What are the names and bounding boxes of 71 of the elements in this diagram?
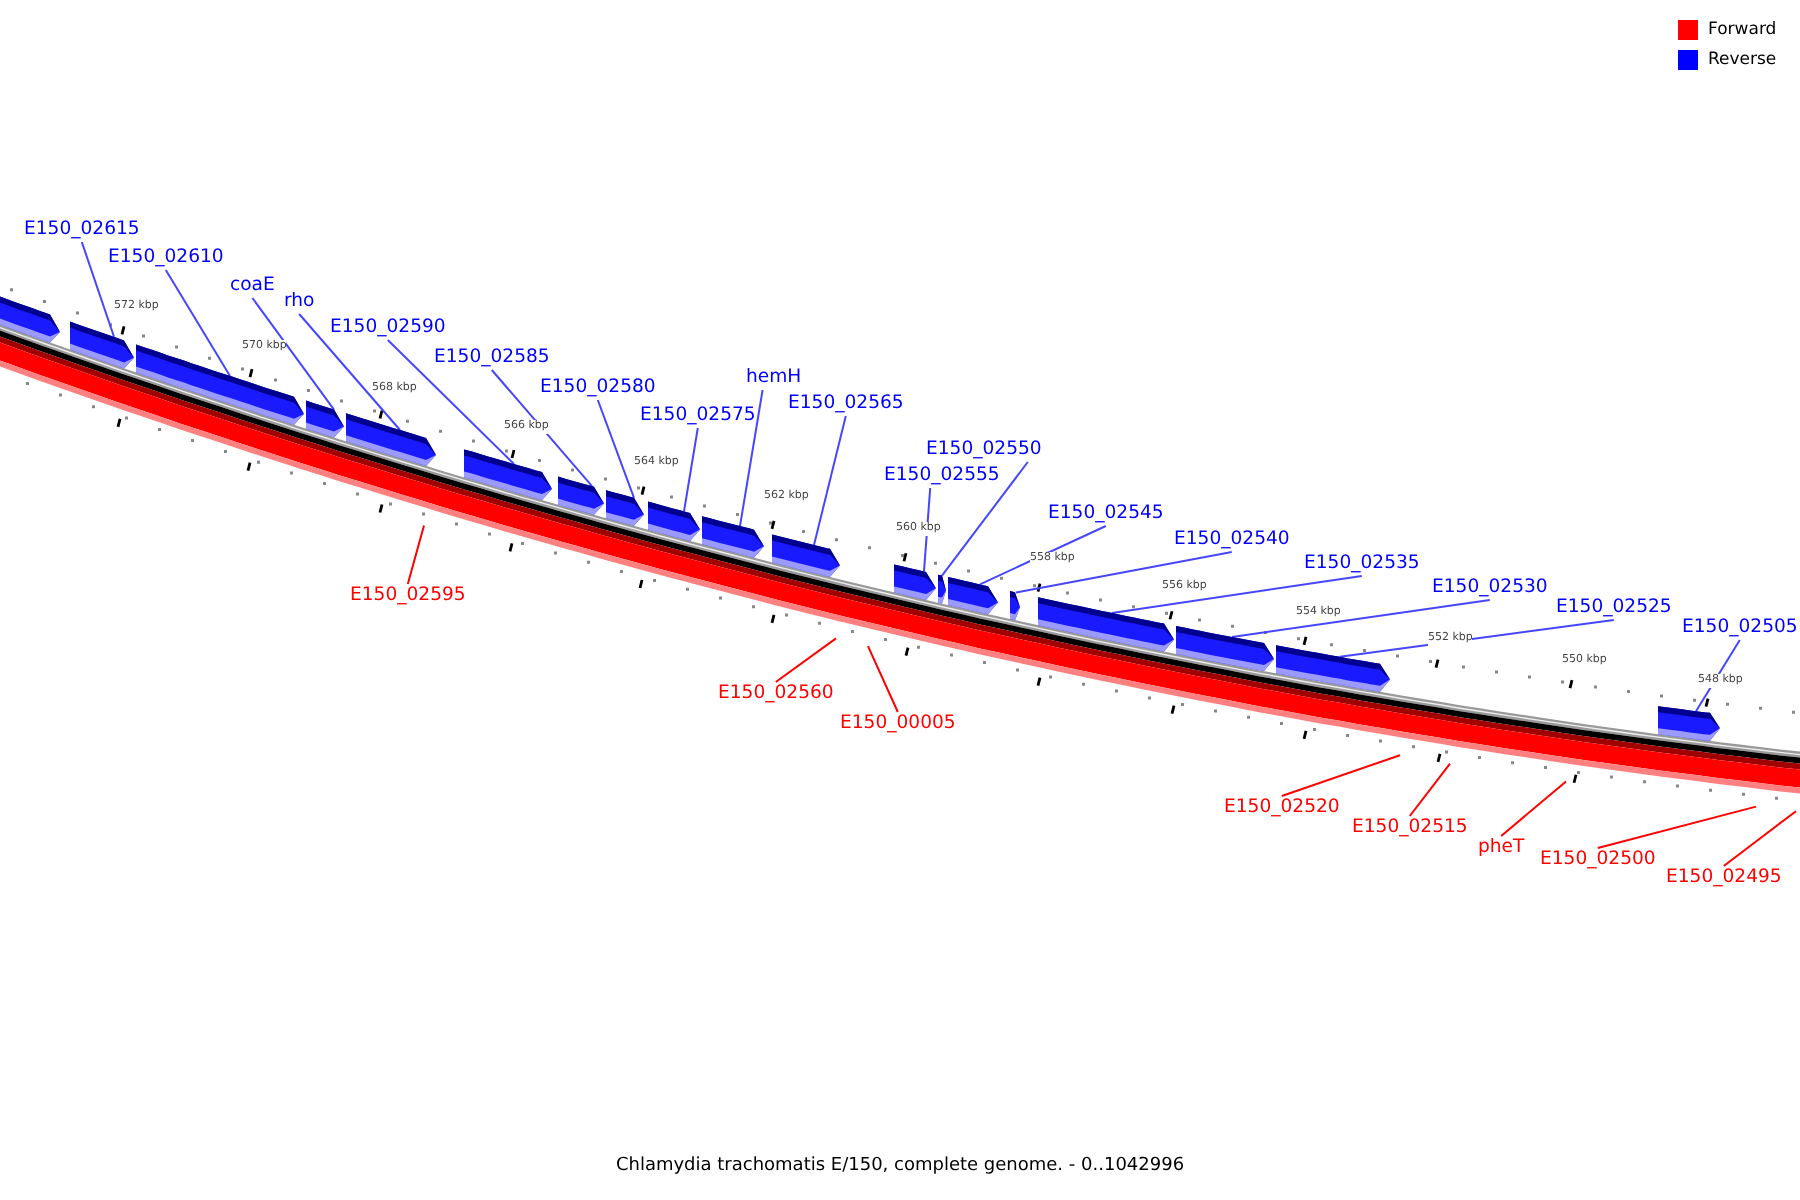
gene-label: E150_02545 xyxy=(1048,502,1164,526)
gene-block xyxy=(1276,645,1390,692)
leader-line xyxy=(386,339,515,465)
leader-line xyxy=(979,525,1107,586)
gene-block xyxy=(648,501,700,541)
gene-block xyxy=(606,490,644,526)
leader-line xyxy=(774,637,837,683)
gene-label: E150_02515 xyxy=(1352,816,1468,840)
legend-label: Forward xyxy=(1708,20,1777,40)
gene-label: E150_02495 xyxy=(1666,866,1782,890)
gene-label: E150_02550 xyxy=(926,438,1042,462)
leader-line xyxy=(596,399,635,499)
gene-label: E150_02555 xyxy=(884,464,1000,488)
legend-label: Reverse xyxy=(1708,50,1777,70)
leader-line xyxy=(1111,575,1363,614)
caption: Chlamydia trachomatis E/150, complete genome. - 0..1042996 xyxy=(615,1156,1185,1176)
gene-block xyxy=(70,321,134,369)
gene-label: E150_02615 xyxy=(24,218,140,242)
leader-line xyxy=(739,389,764,527)
leader-line xyxy=(1015,551,1233,594)
leader-line xyxy=(80,241,115,338)
leader-line xyxy=(490,369,593,488)
gene-label: E150_02535 xyxy=(1304,552,1420,576)
gene-label: E150_02560 xyxy=(718,682,834,706)
leader-line xyxy=(1596,805,1757,849)
leader-line xyxy=(1339,619,1615,658)
gene-label: E150_00005 xyxy=(840,712,956,736)
gene-label: E150_02590 xyxy=(330,316,446,340)
leader-line xyxy=(941,461,1029,577)
gene-label: hemH xyxy=(746,366,802,390)
gene-block xyxy=(346,413,436,466)
leader-line xyxy=(298,313,401,431)
gene-label: E150_02525 xyxy=(1556,596,1672,620)
gene-block xyxy=(464,449,552,500)
gene-label: E150_02505 xyxy=(1682,616,1798,640)
gene-block xyxy=(1176,626,1274,671)
gene-label: E150_02575 xyxy=(640,404,756,428)
leader-line xyxy=(1231,599,1491,638)
gene-block xyxy=(306,400,344,438)
leader-line xyxy=(683,427,699,513)
leader-line xyxy=(164,269,231,377)
leader-line xyxy=(1280,754,1401,797)
gene-label: E150_02565 xyxy=(788,392,904,416)
gene-block xyxy=(938,574,946,604)
gene-block xyxy=(558,476,604,515)
gene-block xyxy=(772,534,840,577)
gene-label: E150_02530 xyxy=(1432,576,1548,600)
leader-line xyxy=(1722,810,1797,867)
gene-label: E150_02610 xyxy=(108,246,224,270)
gene-block xyxy=(1658,706,1720,741)
leader-line xyxy=(923,487,932,573)
gene-block xyxy=(1038,597,1174,652)
gene-label: E150_02540 xyxy=(1174,528,1290,552)
gene-label: E150_02585 xyxy=(434,346,550,370)
gene-label: E150_02580 xyxy=(540,376,656,400)
gene-label: pheT xyxy=(1478,836,1525,860)
gene-label: coaE xyxy=(230,274,275,298)
gene-block xyxy=(0,296,60,343)
gene-label: E150_02500 xyxy=(1540,848,1656,872)
leader-line xyxy=(1695,639,1741,713)
gene-label: E150_02595 xyxy=(350,584,466,608)
leader-line xyxy=(813,415,847,546)
gene-label: E150_02520 xyxy=(1224,796,1340,820)
leader-line xyxy=(406,524,425,585)
leader-line xyxy=(1408,762,1451,817)
leader-line xyxy=(867,645,899,713)
leader-line xyxy=(1500,780,1567,837)
leader-line xyxy=(251,297,335,411)
gene-block xyxy=(702,516,764,558)
gene-block xyxy=(1010,591,1020,621)
gene-label: rho xyxy=(284,290,315,314)
